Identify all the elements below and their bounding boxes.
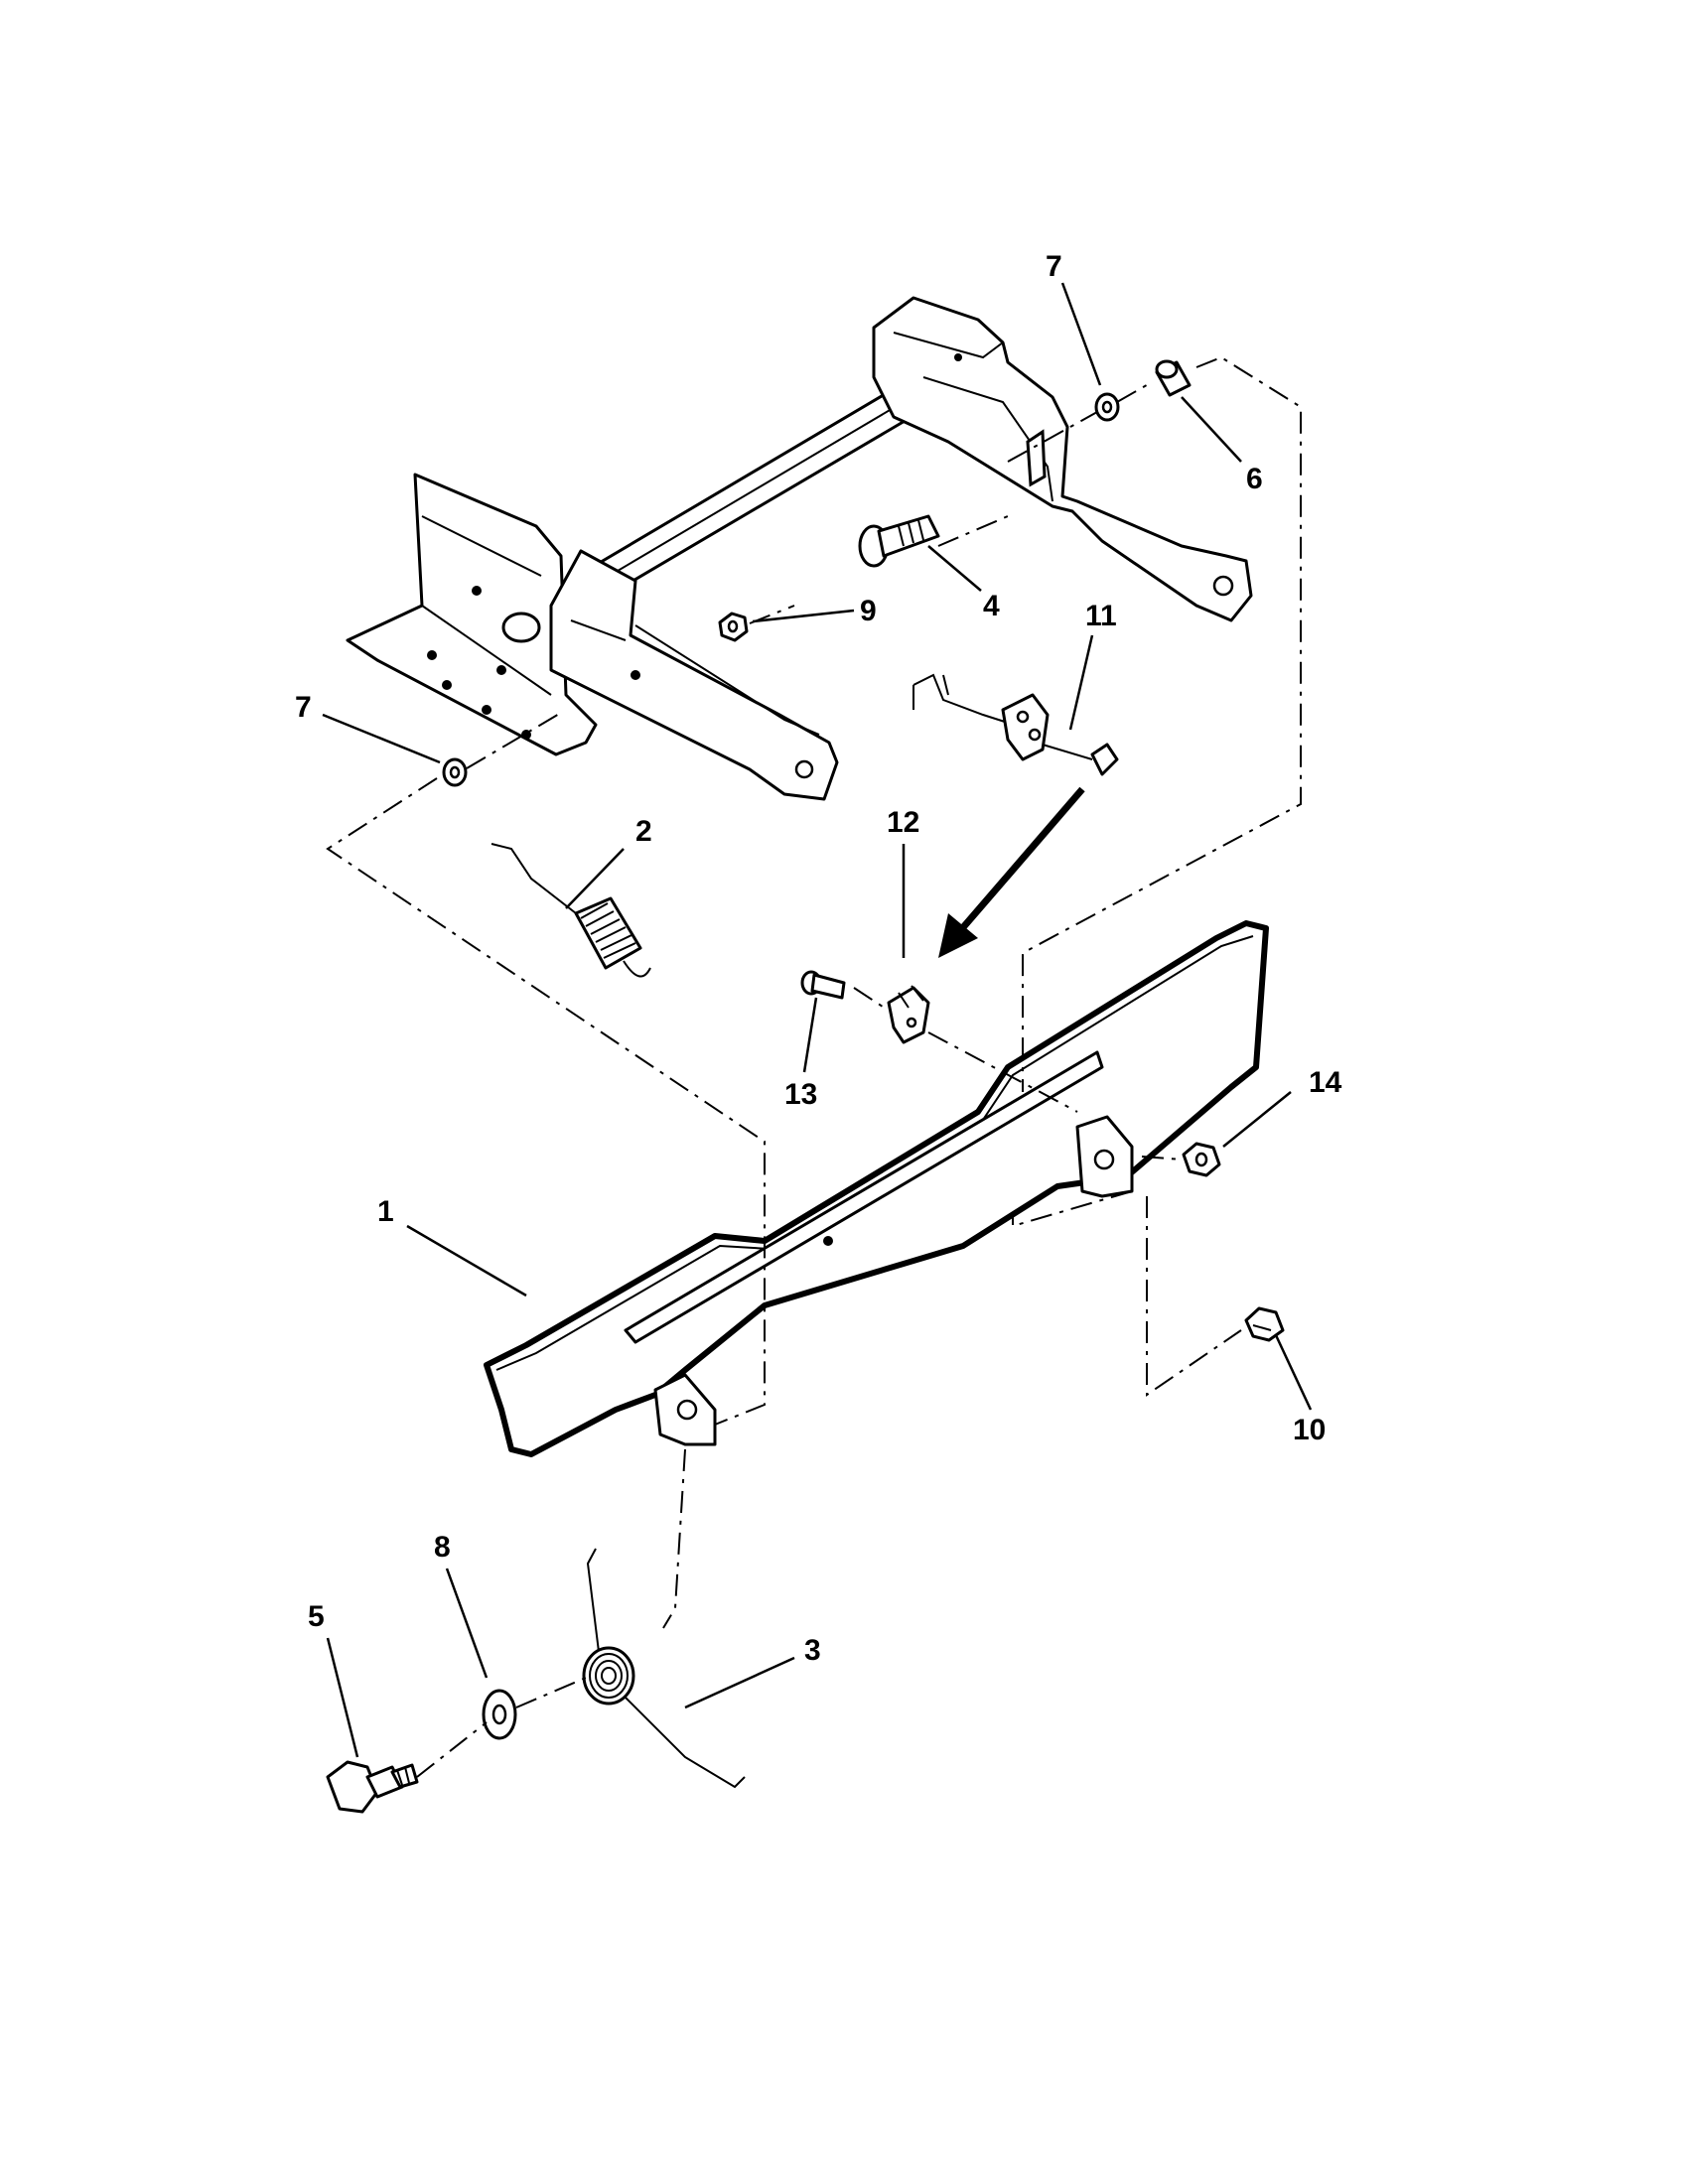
callout-12: 12 <box>887 806 919 839</box>
hex-nut-14 <box>1182 1142 1221 1177</box>
callout-1: 1 <box>377 1195 394 1228</box>
extension-spring <box>491 843 651 978</box>
callout-9: 9 <box>860 595 877 627</box>
flat-washer <box>482 1689 517 1740</box>
pedal-lever <box>484 920 1269 1457</box>
leader-lines <box>322 282 1313 1758</box>
cable-clevis <box>912 673 1119 776</box>
axle-bracket-assembly <box>346 296 1253 801</box>
torsion-spring <box>582 1548 746 1789</box>
callout-4: 4 <box>983 590 1000 622</box>
callout-2: 2 <box>635 815 652 848</box>
shoulder-bolt <box>326 1760 419 1814</box>
clevis-pin <box>800 970 846 1000</box>
bushing <box>1155 359 1192 397</box>
callout-13: 13 <box>784 1078 817 1111</box>
cable-clip <box>887 985 930 1044</box>
callout-5: 5 <box>308 1600 325 1633</box>
hex-nut-9 <box>718 612 749 642</box>
lock-nut <box>1244 1306 1285 1342</box>
callout-7-upper: 7 <box>1046 250 1062 283</box>
centerlines <box>326 355 1302 1778</box>
callout-6: 6 <box>1246 463 1263 495</box>
washer-lower <box>442 757 468 787</box>
callout-11: 11 <box>1085 600 1117 632</box>
washer-upper <box>1094 392 1120 422</box>
callout-3: 3 <box>804 1634 821 1667</box>
carriage-bolt <box>858 514 940 568</box>
assembly-arrow <box>938 786 1085 958</box>
callout-8: 8 <box>434 1531 451 1564</box>
callout-14: 14 <box>1309 1066 1342 1099</box>
callout-10: 10 <box>1293 1414 1326 1446</box>
callout-7-lower: 7 <box>295 691 312 724</box>
callouts: 7 6 4 9 11 7 2 12 13 14 1 10 8 5 3 <box>295 250 1342 1667</box>
